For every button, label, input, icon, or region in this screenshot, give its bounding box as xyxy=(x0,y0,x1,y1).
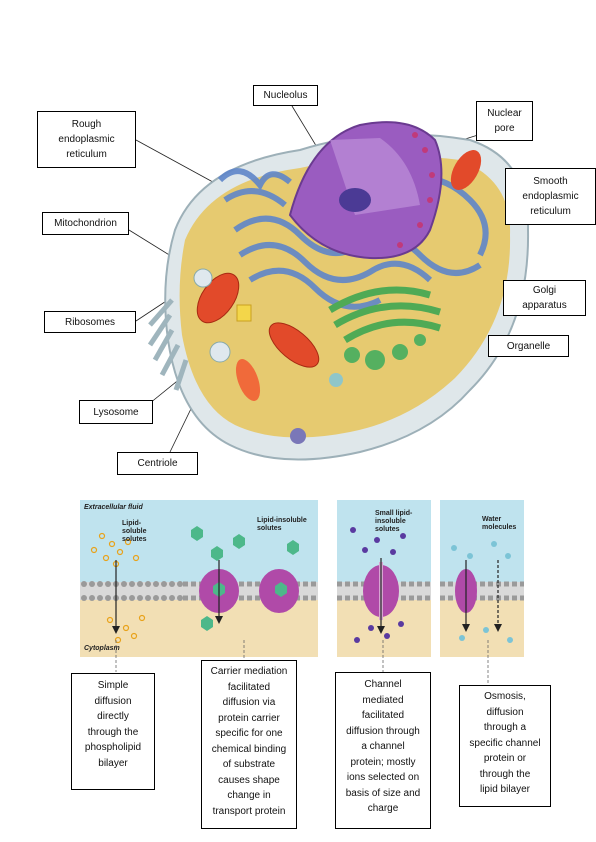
lipid-soluble-label: Lipid- soluble solutes xyxy=(122,520,147,543)
panel-2-art xyxy=(183,500,318,657)
label-nuclear-pore: Nuclear pore xyxy=(476,101,533,141)
cytoplasm-label: Cytoplasm xyxy=(84,645,120,652)
cell-body xyxy=(147,121,530,461)
water-molecules-label: Water molecules xyxy=(482,516,517,531)
caption-connectors xyxy=(115,640,489,684)
small-lipid-insoluble-label: Small lipid- insoluble solutes xyxy=(375,510,413,533)
lysosome-shape xyxy=(209,341,231,363)
caption-simple-diffusion: Simple diffusion directly through the ph… xyxy=(71,673,155,790)
caption-carrier-mediated: Carrier mediation facilitated diffusion … xyxy=(201,660,297,829)
golgi-shape xyxy=(328,286,442,343)
panel-4-art xyxy=(440,500,524,657)
label-organelle: Organelle xyxy=(488,335,569,357)
label-lysosome: Lysosome xyxy=(79,400,153,424)
panel-carrier-mediated: Lipid-insoluble solutes xyxy=(183,500,318,657)
panel-3-art xyxy=(337,500,431,657)
label-rough-er: Rough endoplasmic reticulum xyxy=(37,111,136,168)
panel-osmosis: Water molecules xyxy=(440,500,524,657)
centriole-shape xyxy=(236,304,252,322)
label-golgi-apparatus: Golgi apparatus xyxy=(503,280,586,316)
cell-diagram xyxy=(128,105,530,461)
nuclear-pores xyxy=(397,132,435,248)
label-mitochondrion: Mitochondrion xyxy=(42,212,129,235)
caption-osmosis: Osmosis, diffusion through a specific ch… xyxy=(459,685,551,807)
caption-channel-mediated: Channel mediated facilitated diffusion t… xyxy=(335,672,431,829)
label-centriole: Centriole xyxy=(117,452,198,475)
label-nucleolus: Nucleolus xyxy=(253,85,318,106)
label-smooth-er: Smooth endoplasmic reticulum xyxy=(505,168,596,225)
nucleolus-shape xyxy=(339,188,371,212)
label-ribosomes: Ribosomes xyxy=(44,311,136,333)
panel-channel-mediated: Small lipid- insoluble solutes xyxy=(337,500,431,657)
lipid-insoluble-label: Lipid-insoluble solutes xyxy=(257,517,307,532)
extracellular-label: Extracellular fluid xyxy=(84,504,143,511)
